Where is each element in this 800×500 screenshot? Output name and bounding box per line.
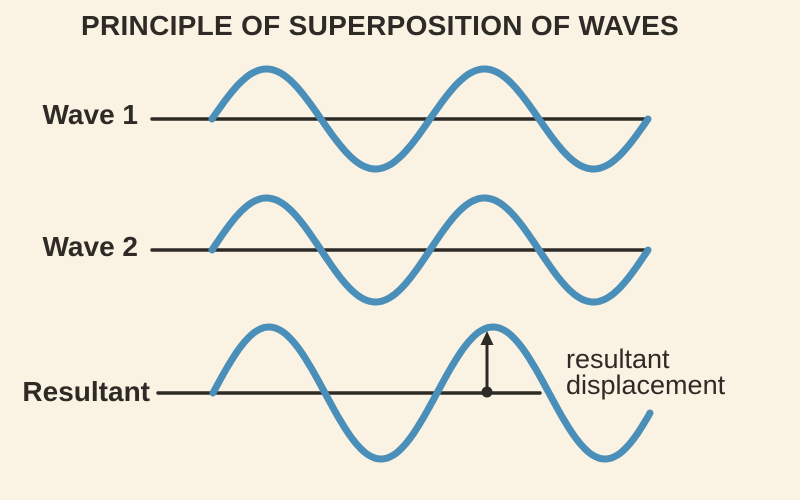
wave-2-label: Wave 2: [42, 231, 138, 262]
displacement-arrow: [480, 331, 494, 398]
arrow-base-dot: [481, 386, 493, 398]
resultant-label: Resultant: [22, 376, 150, 407]
wave-1-curve: [208, 65, 652, 173]
diagram-title: PRINCIPLE OF SUPERPOSITION OF WAVES: [80, 10, 680, 41]
arrow-up-icon: [480, 331, 494, 345]
resultant-displacement-annotation: resultant displacement: [566, 344, 726, 400]
wave-2-curve: [208, 194, 652, 306]
wave-1-label: Wave 1: [42, 99, 138, 130]
resultant-curve: [209, 323, 654, 463]
